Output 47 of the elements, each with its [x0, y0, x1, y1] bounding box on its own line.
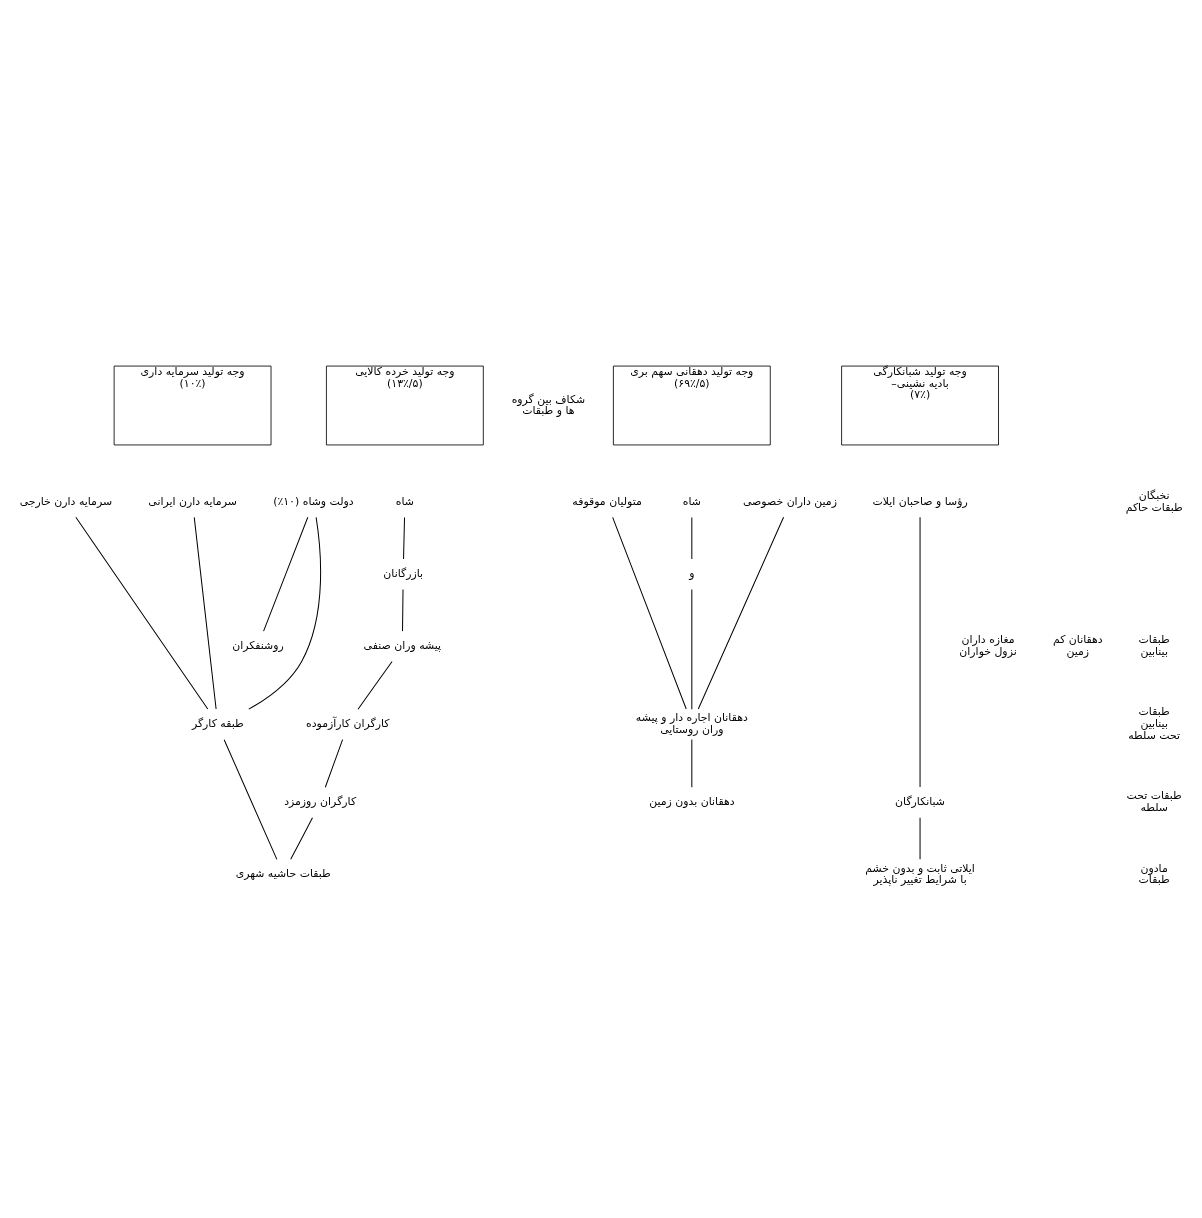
- node-text: پیشه وران صنفی: [363, 638, 442, 652]
- node-text: طبقات حاشیه شهری: [235, 866, 331, 880]
- node-box: وجه تولید سرمایه داری (۱۰٪): [113, 365, 272, 445]
- node-text: بازرگانان: [383, 566, 424, 580]
- node-text: دولت وشاه (۱۰٪): [273, 494, 354, 508]
- node-text: و: [689, 566, 695, 580]
- node-text: شبانکارگان: [895, 794, 945, 808]
- node-text: رؤسا و صاحبان ایلات: [872, 494, 968, 508]
- connector: [357, 660, 393, 710]
- label: طبقات تحت سلطه: [1126, 788, 1182, 814]
- connector: [248, 516, 322, 710]
- label: طبقات بینابین تحت سلطه: [1128, 704, 1181, 742]
- node-text: سرمایه دارن ایرانی: [148, 494, 237, 508]
- node-box: وجه تولید دهقانی سهم بری (۶۹٪/۵): [612, 365, 771, 445]
- label: نخبگان طبقات حاکم: [1125, 488, 1183, 514]
- connector: [402, 588, 404, 632]
- label: شکاف بین گروه ها و طبقات: [511, 391, 586, 417]
- label: مغازه داران نزول خواران: [959, 632, 1017, 658]
- node-text: شاه: [682, 494, 701, 508]
- node-text: متولیان موقوفه: [572, 494, 642, 508]
- label: مادون طبقات: [1138, 861, 1170, 886]
- node-box: وجه تولید خرده کالایی (۱۳٪/۵): [326, 365, 484, 445]
- connector: [223, 738, 278, 860]
- node-text: دهقانان اجاره دار و پیشه وران روستایی: [635, 710, 748, 736]
- connector: [612, 516, 687, 709]
- connector: [691, 516, 693, 559]
- node-text: کارگران روزمزد: [284, 794, 357, 808]
- connector: [193, 516, 217, 709]
- connector: [324, 738, 344, 788]
- node-text: روشنفکران: [232, 638, 284, 652]
- node-text: زمین داران خصوصی: [743, 494, 837, 508]
- connector: [263, 516, 309, 632]
- node-box: وجه تولید شبانکارگی –بادیه نشینی (۷٪): [841, 365, 999, 445]
- node-text: طبقه کارگر: [191, 716, 244, 730]
- node-text: شاه: [395, 494, 414, 508]
- connector: [691, 588, 693, 710]
- connector: [75, 516, 209, 709]
- label: طبقات بینابین: [1138, 632, 1170, 658]
- node-text: کارگران کارآزموده: [306, 716, 390, 730]
- connector: [691, 738, 693, 788]
- label: دهقانان کم زمین: [1052, 632, 1103, 658]
- connector: [290, 816, 313, 860]
- node-text: سرمایه دارن خارجی: [19, 494, 113, 508]
- connector: [697, 516, 785, 709]
- node-text: ایلاتی ثابت و بدون خشم با شرایط تغییر ناپذیر: [865, 861, 975, 886]
- connector: [403, 516, 406, 559]
- node-text: دهقانان بدون زمین: [649, 794, 735, 808]
